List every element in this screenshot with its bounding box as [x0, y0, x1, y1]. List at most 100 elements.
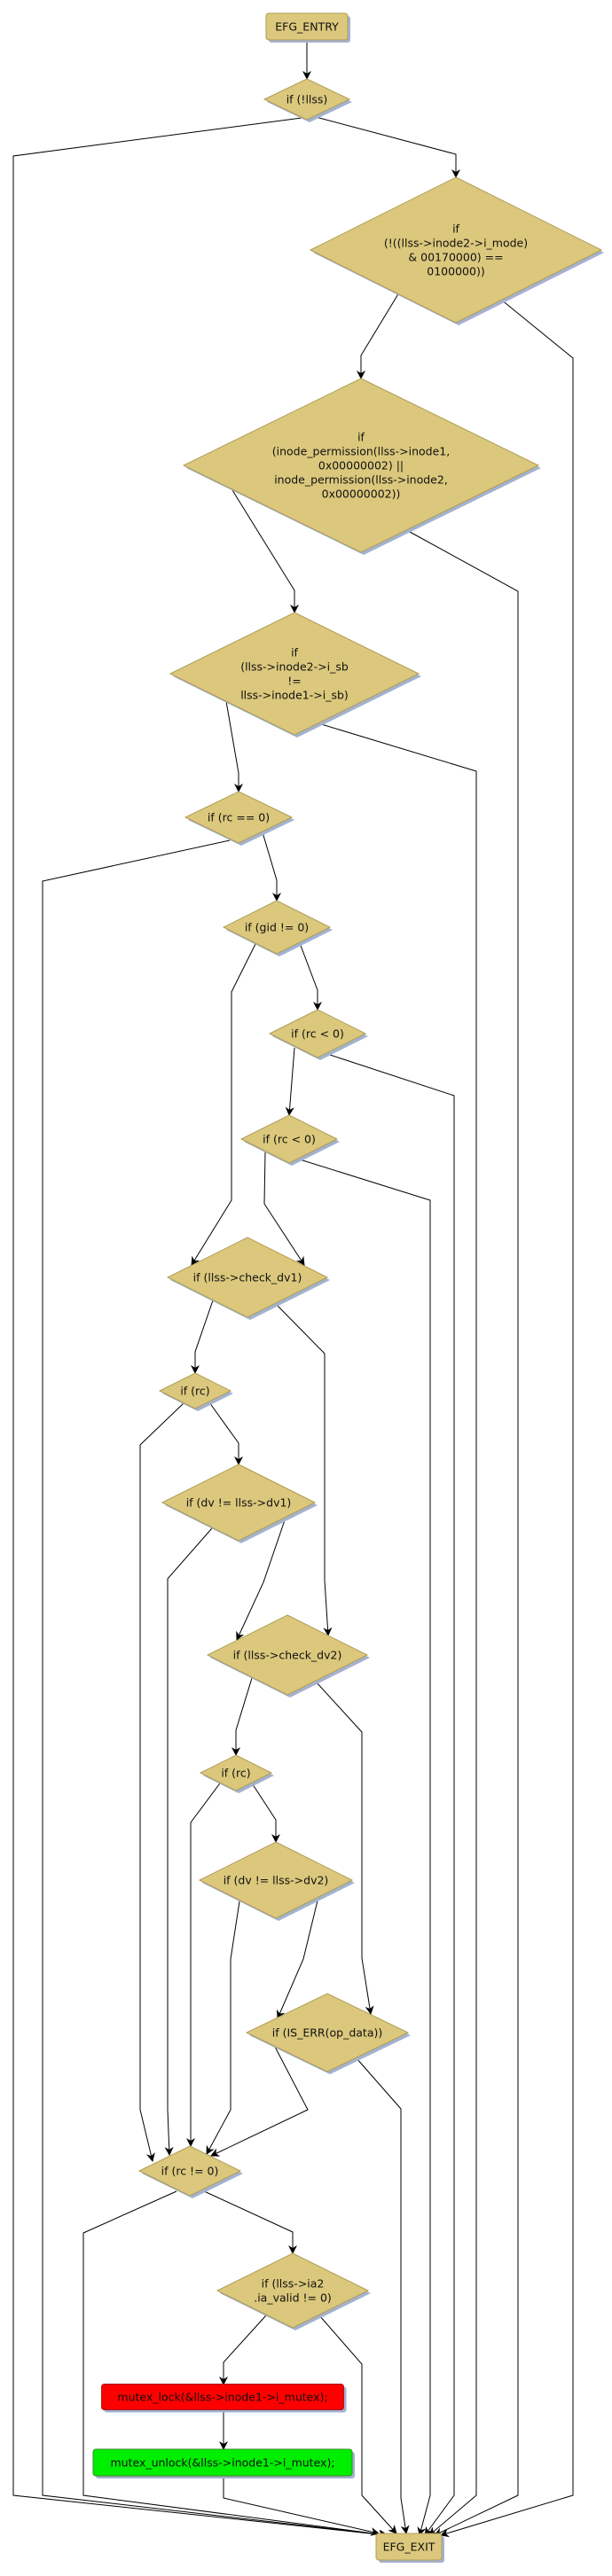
decision-node[interactable]: if (rc < 0)	[268, 1009, 368, 1060]
edge-arrow	[231, 489, 299, 613]
node-label: EFG_EXIT	[383, 2541, 435, 2554]
edge-arrow	[82, 2190, 388, 2539]
edge-arrow	[440, 299, 574, 2538]
node-label: if (rc < 0)	[291, 1027, 344, 1041]
node-label: if (dv != llss->dv1)	[186, 1496, 292, 1510]
edge-arrow	[315, 1681, 374, 2015]
edge-arrow	[285, 1047, 295, 1116]
node-label: 0100000))	[427, 265, 484, 278]
decision-node[interactable]: if (rc == 0)	[184, 791, 294, 846]
diamond-shape	[263, 78, 351, 121]
edge-arrow	[299, 942, 322, 1011]
diamond-shape	[222, 900, 332, 955]
edge-arrow	[191, 943, 256, 1266]
edge-arrow	[12, 117, 388, 2540]
edge-arrow	[225, 700, 243, 792]
decision-node[interactable]: if (!llss)	[263, 78, 352, 122]
decision-node[interactable]: if (llss->check_dv2)	[206, 1614, 370, 1698]
decision-node[interactable]: if (gid != 0)	[222, 900, 333, 956]
unlock-node[interactable]: mutex_unlock(&llss->inode1->i_mutex);	[92, 2448, 355, 2478]
box-shape	[265, 12, 349, 41]
diamond-shape	[161, 1464, 317, 1542]
decision-node[interactable]: if (rc)	[199, 1754, 274, 1793]
box-shape	[101, 2384, 344, 2410]
node-label: if (!llss)	[286, 93, 328, 106]
diamond-shape	[245, 1993, 410, 2073]
terminal-node[interactable]: EFG_ENTRY	[265, 12, 350, 43]
decision-node[interactable]: if (llss->ia2.ia_valid != 0)	[216, 2252, 371, 2330]
node-label: if	[357, 431, 365, 444]
edge-arrow	[356, 2057, 410, 2534]
edge-arrow	[318, 2314, 397, 2534]
decision-node[interactable]: if (rc)	[158, 1372, 233, 1411]
decision-node[interactable]: if (dv != llss->dv2)	[198, 1841, 355, 1921]
edge-arrow	[206, 1901, 240, 2155]
decision-node[interactable]: if (rc < 0)	[239, 1114, 340, 1166]
diamond-shape	[182, 378, 540, 553]
node-label: !=	[287, 675, 302, 688]
diamond-shape	[239, 1114, 339, 1164]
edge-arrow	[357, 292, 400, 379]
lock-node[interactable]: mutex_lock(&llss->inode1->i_mutex);	[101, 2384, 347, 2413]
decision-node[interactable]: if(inode_permission(llss->inode1,0x00000…	[182, 378, 541, 555]
edge-arrow	[236, 1517, 286, 1641]
node-label: if (rc == 0)	[208, 811, 270, 824]
terminal-node[interactable]: EFG_EXIT	[375, 2533, 444, 2563]
edge-arrow	[409, 531, 519, 2536]
node-label: llss->inode1->i_sb)	[240, 689, 349, 702]
diamond-shape	[309, 176, 603, 324]
node-label: if (rc < 0)	[263, 1133, 316, 1146]
node-label: if (gid != 0)	[245, 921, 309, 934]
node-label: if (llss->ia2	[262, 2277, 325, 2291]
diamond-shape	[169, 612, 420, 736]
edge-arrow	[262, 831, 281, 902]
node-label: if (rc)	[221, 1767, 250, 1780]
node-label: (llss->inode2->i_sb	[240, 660, 349, 674]
node-label: .ia_valid != 0)	[254, 2291, 332, 2305]
edge-arrow	[201, 2190, 297, 2254]
node-label: if (llss->check_dv1)	[193, 1271, 302, 1284]
diamond-shape	[216, 2252, 370, 2329]
edge-arrow	[208, 1401, 243, 1465]
decision-node[interactable]: if(!((llss->inode2->i_mode)& 00170000) =…	[309, 176, 604, 325]
diamond-shape	[158, 1372, 232, 1409]
edge-arrow	[42, 839, 388, 2539]
edge-arrow	[299, 1159, 431, 2536]
box-shape	[375, 2533, 443, 2561]
decision-node[interactable]: if (IS_ERR(op_data))	[245, 1993, 411, 2074]
edge-arrow	[219, 2314, 267, 2385]
edge-arrow	[326, 1053, 455, 2536]
edge-arrow	[276, 1896, 319, 2019]
edge-arrow	[318, 722, 477, 2536]
node-label: mutex_unlock(&llss->inode1->i_mutex);	[110, 2456, 334, 2470]
decision-node[interactable]: if (llss->check_dv1)	[166, 1237, 330, 1320]
diamond-shape	[184, 791, 294, 844]
edge-arrow	[231, 1677, 253, 1756]
edge-arrow	[248, 1778, 280, 1843]
node-label: (!((llss->inode2->i_mode)	[384, 237, 528, 250]
edge-arrow	[186, 1780, 223, 2147]
decision-node[interactable]: if (dv != llss->dv1)	[161, 1464, 318, 1543]
node-label: if	[452, 222, 459, 236]
edge-arrow	[164, 1527, 213, 2156]
box-shape	[92, 2448, 353, 2477]
edge-arrow	[315, 116, 460, 178]
node-label: if (IS_ERR(op_data))	[272, 2026, 382, 2040]
diamond-shape	[137, 2145, 242, 2197]
edge-arrow	[223, 2476, 380, 2536]
decision-node[interactable]: if (rc != 0)	[137, 2145, 243, 2198]
diamond-shape	[198, 1841, 354, 1919]
node-label: if	[291, 646, 298, 660]
node-label: 0x00000002))	[322, 488, 401, 501]
node-label: if (rc)	[180, 1385, 209, 1398]
node-label: if (dv != llss->dv2)	[224, 1874, 329, 1887]
node-label: 0x00000002) ||	[318, 459, 404, 472]
decision-node[interactable]: if(llss->inode2->i_sb!=llss->inode1->i_s…	[169, 612, 421, 738]
edge-arrow	[210, 2044, 309, 2157]
edges	[12, 40, 574, 2540]
diamond-shape	[268, 1009, 367, 1058]
diamond-shape	[206, 1614, 369, 1696]
node-label: if (llss->check_dv2)	[233, 1649, 342, 1662]
